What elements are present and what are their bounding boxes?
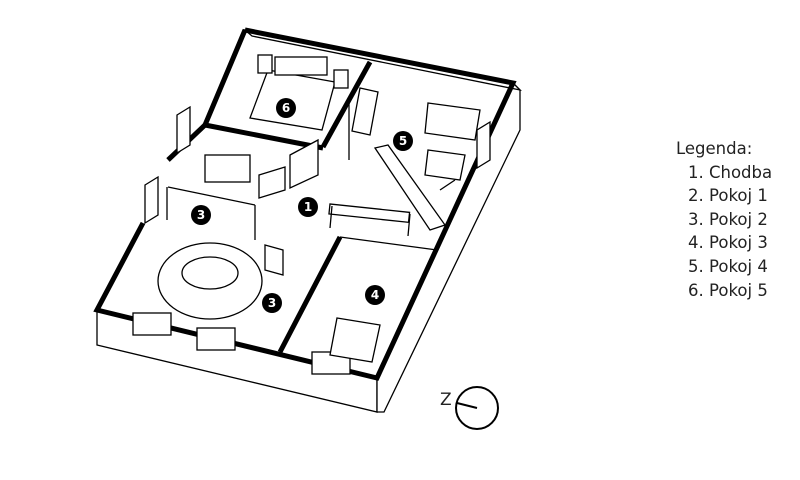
sofa <box>204 154 251 183</box>
nightstand <box>257 54 273 74</box>
room-marker-5: 5 <box>393 131 413 151</box>
dining-table <box>181 256 239 290</box>
legend: Legenda: 1. Chodba 2. Pokoj 1 3. Pokoj 2… <box>676 137 772 302</box>
svg-text:1: 1 <box>304 200 312 214</box>
wardrobe <box>351 87 379 136</box>
room-marker-4: 4 <box>365 285 385 305</box>
stair-railing <box>328 203 411 237</box>
room-marker-1: 1 <box>298 197 318 217</box>
headboard <box>274 56 328 76</box>
armchair <box>424 149 466 181</box>
legend-title: Legenda: <box>676 139 753 158</box>
nightstand <box>333 69 349 89</box>
bed <box>329 317 381 363</box>
legend-item: 2. Pokoj 1 <box>688 186 768 206</box>
svg-text:4: 4 <box>371 288 379 302</box>
compass-icon: Z <box>440 386 499 430</box>
staircase <box>373 144 447 231</box>
rug <box>157 242 263 320</box>
bed <box>424 102 481 141</box>
room-marker-6: 6 <box>276 98 296 118</box>
svg-text:3: 3 <box>197 208 205 222</box>
furniture <box>157 54 481 363</box>
room-marker-3b: 3 <box>262 293 282 313</box>
svg-text:6: 6 <box>282 101 290 115</box>
room-marker-3a: 3 <box>191 205 211 225</box>
svg-text:5: 5 <box>399 134 407 148</box>
floor-plan: 1 3 3 4 5 6 Z <box>93 27 522 430</box>
legend-item: 1. Chodba <box>688 162 773 182</box>
legend-item: 4. Pokoj 3 <box>688 233 768 253</box>
interior-walls <box>166 60 456 354</box>
legend-item: 6. Pokoj 5 <box>688 280 768 300</box>
compass-label: Z <box>440 390 452 410</box>
legend-item: 5. Pokoj 4 <box>688 256 768 276</box>
svg-text:3: 3 <box>268 296 276 310</box>
bed <box>249 69 336 131</box>
legend-item: 3. Pokoj 2 <box>688 209 768 229</box>
windows <box>132 105 491 375</box>
